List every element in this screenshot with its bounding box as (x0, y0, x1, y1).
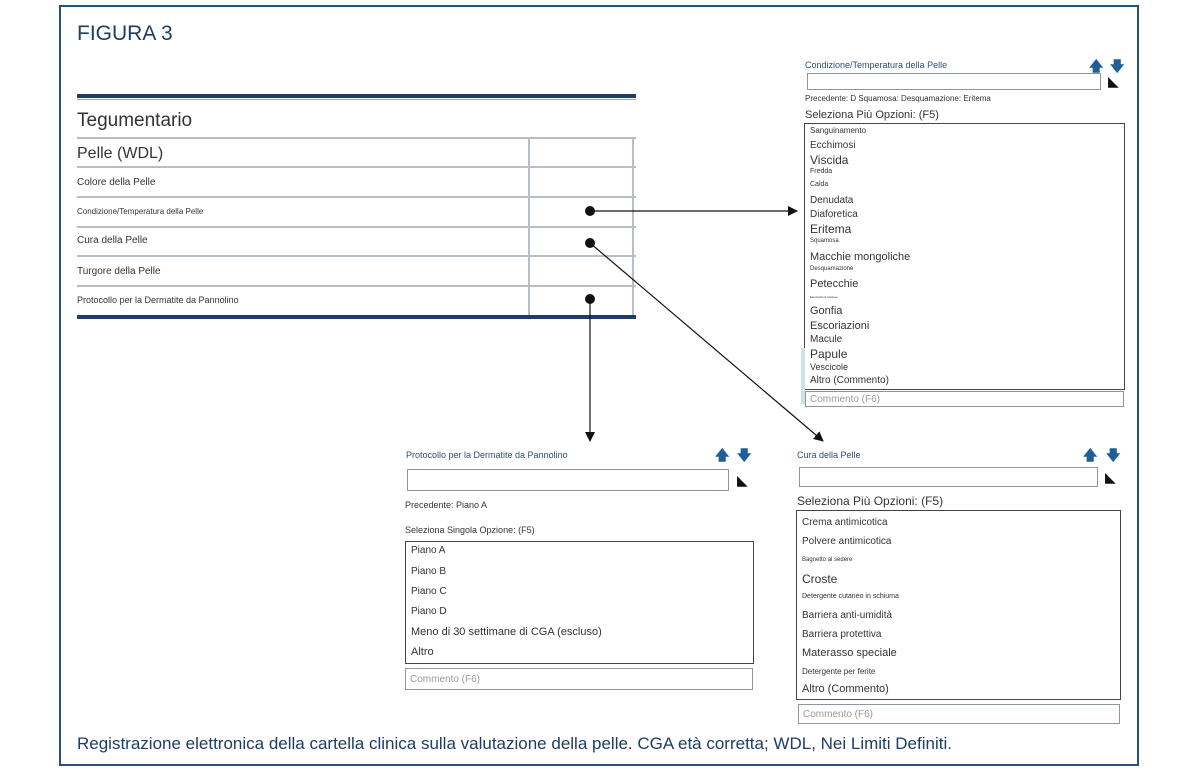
arrow-down-icon[interactable]: 🡇 (1106, 447, 1121, 463)
table-row[interactable]: Colore della Pelle (77, 169, 634, 198)
option-item[interactable]: Papule (810, 347, 848, 361)
option-item[interactable]: Squamosa (810, 238, 839, 244)
row-label: Condizione/Temperatura della Pelle (77, 207, 204, 216)
option-item[interactable]: Macule (810, 334, 843, 345)
table-row[interactable]: Cura della Pelle (77, 229, 634, 258)
option-item[interactable]: Croste (802, 572, 838, 586)
option-item[interactable]: Escoriazioni cutanee (810, 295, 838, 299)
protocol-input[interactable] (407, 469, 729, 491)
option-item[interactable]: Polvere antimicotica (802, 536, 892, 547)
option-item[interactable]: Sanguinamento (810, 126, 867, 135)
grid-line (77, 196, 636, 198)
care-options-list[interactable]: Crema antimicotica Polvere antimicotica … (796, 510, 1121, 700)
option-item[interactable]: Piano A (411, 545, 446, 556)
option-item[interactable]: Barriera protettiva (802, 629, 882, 640)
option-item[interactable]: Macchie mongoliche (810, 251, 911, 263)
protocol-comment-field[interactable]: Commento (F6) (405, 668, 753, 690)
option-item[interactable]: Detergente per ferite (802, 667, 876, 676)
option-item[interactable]: Escoriazioni (810, 320, 870, 332)
filter-icon[interactable]: ◣ (1108, 73, 1119, 89)
row-label: Cura della Pelle (77, 235, 148, 246)
grid-line (77, 166, 636, 168)
protocol-options-list[interactable]: Piano A Piano B Piano C Piano D Meno di … (405, 541, 754, 664)
section-title: Tegumentario (77, 110, 193, 131)
condition-select-label: Seleziona Più Opzioni: (F5) (805, 109, 939, 121)
row-marker-dot (585, 238, 595, 248)
option-item[interactable]: Piano D (411, 606, 447, 617)
arrow-down-icon[interactable]: 🡇 (1110, 58, 1125, 74)
table-row[interactable]: Condizione/Temperatura della Pelle (77, 199, 634, 228)
condition-previous: Precedente: D Squamosa: Desquamazione: E… (805, 94, 991, 103)
table-top-thin-border (77, 99, 636, 100)
figure-caption: Registrazione elettronica della cartella… (77, 734, 952, 753)
option-item[interactable]: Materasso speciale (802, 647, 897, 659)
option-item[interactable]: Piano B (411, 566, 447, 577)
grid-column-line (528, 137, 530, 315)
option-item[interactable]: Meno di 30 settimane di CGA (escluso) (411, 626, 602, 638)
option-item[interactable]: Viscida (810, 153, 849, 167)
table-bottom-border (77, 315, 636, 319)
arrow-up-icon[interactable]: 🡅 (715, 447, 730, 463)
scrollbar[interactable] (801, 348, 805, 404)
row-label: Turgore della Pelle (77, 266, 161, 277)
table-row[interactable]: Turgore della Pelle (77, 258, 634, 287)
option-item[interactable]: Denudata (810, 195, 854, 206)
grid-column-line (632, 137, 634, 315)
option-item[interactable]: Calda (810, 181, 829, 188)
care-comment-field[interactable]: Commento (F6) (798, 704, 1120, 724)
grid-line (77, 137, 636, 139)
option-item[interactable]: Eritema (810, 222, 852, 236)
condition-panel-title: Condizione/Temperatura della Pelle (805, 60, 948, 70)
option-item[interactable]: Altro (411, 646, 434, 658)
figure-title: FIGURA 3 (77, 22, 173, 45)
condition-input[interactable] (807, 73, 1101, 90)
option-item[interactable]: Petecchie (810, 278, 859, 290)
option-item[interactable]: Gonfia (810, 305, 843, 317)
option-item[interactable]: Desquamazione (810, 266, 854, 272)
row-marker-dot (585, 206, 595, 216)
filter-icon[interactable]: ◣ (1105, 469, 1116, 485)
row-label: Protocollo per la Dermatite da Pannolino (77, 295, 239, 305)
condition-options-list[interactable]: Sanguinamento Ecchimosi Viscida Fredda C… (804, 123, 1125, 390)
option-item[interactable]: Altro (Commento) (810, 375, 889, 386)
table-header-label: Pelle (WDL) (77, 145, 164, 162)
option-item[interactable]: Crema antimicotica (802, 517, 888, 528)
option-item[interactable]: Vescicole (810, 362, 849, 372)
option-item[interactable]: Fredda (810, 168, 833, 175)
grid-line (77, 226, 636, 228)
option-item[interactable]: Bagnetto al sedere (802, 557, 853, 563)
option-item[interactable]: Ecchimosi (810, 140, 856, 151)
filter-icon[interactable]: ◣ (737, 472, 748, 488)
protocol-previous: Precedente: Piano A (405, 500, 488, 510)
grid-line (77, 285, 636, 287)
option-item[interactable]: Detergente cutaneo in schiuma (802, 593, 899, 600)
protocol-panel-title: Protocollo per la Dermatite da Pannolino (406, 450, 568, 460)
option-item[interactable]: Diaforetica (810, 209, 858, 220)
table-top-border (77, 94, 636, 98)
table-row[interactable]: Protocollo per la Dermatite da Pannolino (77, 288, 634, 317)
care-input[interactable] (799, 467, 1098, 487)
figure-frame (59, 5, 1139, 766)
option-item[interactable]: Piano C (411, 586, 447, 597)
arrow-down-icon[interactable]: 🡇 (737, 447, 752, 463)
row-label: Colore della Pelle (77, 177, 156, 188)
care-panel-title: Cura della Pelle (797, 450, 861, 460)
protocol-select-label: Seleziona Singola Opzione: (F5) (405, 525, 535, 535)
arrow-up-icon[interactable]: 🡅 (1089, 58, 1104, 74)
arrow-up-icon[interactable]: 🡅 (1083, 447, 1098, 463)
table-header-row: Pelle (WDL) (77, 140, 634, 169)
row-marker-dot (585, 294, 595, 304)
condition-comment-field[interactable]: Commento (F6) (805, 391, 1124, 407)
care-select-label: Seleziona Più Opzioni: (F5) (797, 494, 944, 508)
option-item[interactable]: Altro (Commento) (802, 683, 889, 695)
grid-line (77, 255, 636, 257)
option-item[interactable]: Barriera anti-umidità (802, 610, 893, 621)
